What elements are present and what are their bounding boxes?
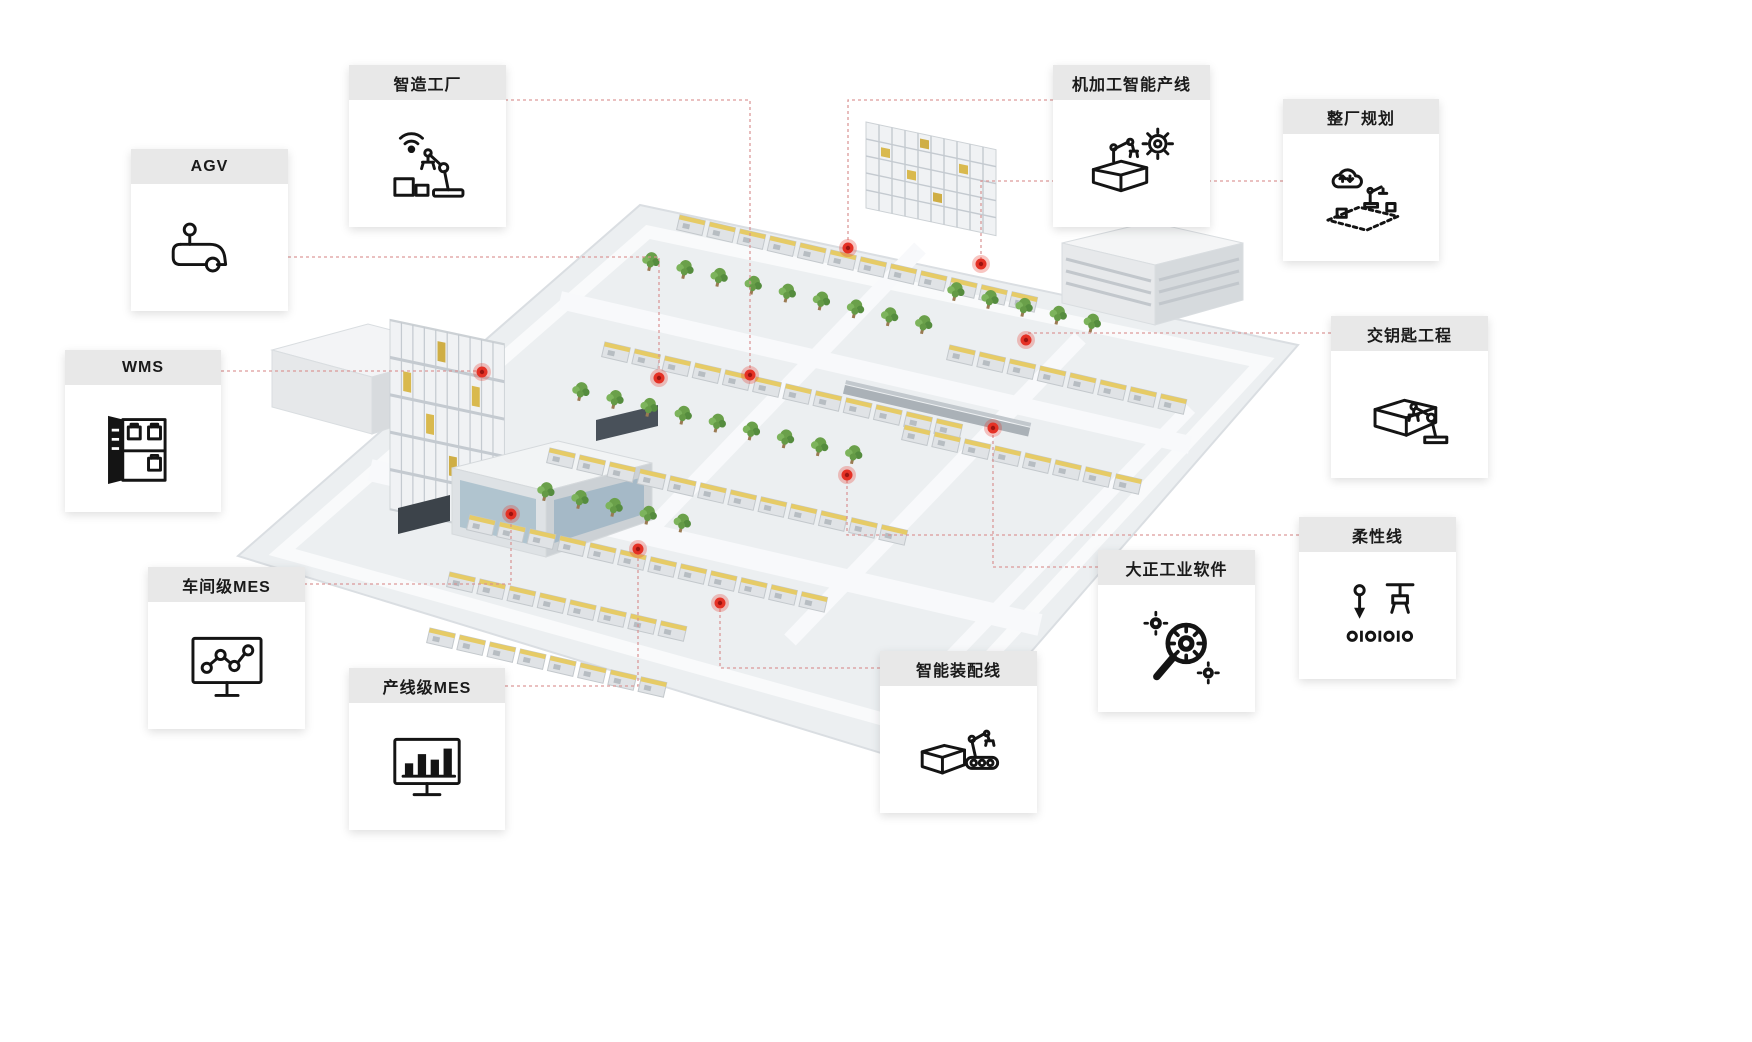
card-turnkey-project: 交钥匙工程 bbox=[1331, 316, 1488, 478]
card-workshop-mes: 车间级MES bbox=[148, 567, 305, 729]
card-label: 交钥匙工程 bbox=[1331, 316, 1488, 351]
card-dazheng-industrial-software: 大正工业软件 bbox=[1098, 550, 1255, 712]
card-label: 整厂规划 bbox=[1283, 99, 1439, 134]
hotspot-marker[interactable] bbox=[650, 369, 668, 387]
agv-vehicle-icon bbox=[131, 184, 288, 311]
card-plant-planning: 整厂规划 bbox=[1283, 99, 1439, 261]
card-label: 柔性线 bbox=[1299, 517, 1456, 552]
bar-chart-monitor-icon bbox=[349, 703, 505, 830]
hotspot-marker[interactable] bbox=[711, 594, 729, 612]
flexible-tools-icon bbox=[1299, 552, 1456, 679]
card-machining-smart-line: 机加工智能产线 bbox=[1053, 65, 1210, 227]
hotspot-marker[interactable] bbox=[1017, 331, 1035, 349]
hotspot-marker[interactable] bbox=[838, 466, 856, 484]
robot-arm-chip-icon bbox=[1053, 100, 1210, 227]
card-label: WMS bbox=[65, 350, 221, 385]
card-line-mes: 产线级MES bbox=[349, 668, 505, 830]
card-label: 产线级MES bbox=[349, 668, 505, 703]
hotspot-marker[interactable] bbox=[473, 363, 491, 381]
warehouse-cabinet-icon bbox=[65, 385, 221, 512]
connector-lines bbox=[221, 99, 1331, 687]
card-wms: WMS bbox=[65, 350, 221, 512]
card-label: 机加工智能产线 bbox=[1053, 65, 1210, 100]
hotspot-marker[interactable] bbox=[629, 540, 647, 558]
turnkey-robot-box-icon bbox=[1331, 351, 1488, 478]
card-label: 智能装配线 bbox=[880, 651, 1037, 686]
hotspot-marker[interactable] bbox=[984, 419, 1002, 437]
gear-magnifier-icon bbox=[1098, 585, 1255, 712]
hotspot-marker[interactable] bbox=[972, 255, 990, 273]
card-label: 大正工业软件 bbox=[1098, 550, 1255, 585]
robot-arm-wifi-icon bbox=[349, 100, 506, 227]
hotspot-marker[interactable] bbox=[839, 239, 857, 257]
card-smart-assembly-line: 智能装配线 bbox=[880, 651, 1037, 813]
hotspot-marker[interactable] bbox=[502, 505, 520, 523]
card-flexible-line: 柔性线 bbox=[1299, 517, 1456, 679]
card-label: AGV bbox=[131, 149, 288, 184]
hotspot-marker[interactable] bbox=[741, 366, 759, 384]
card-agv: AGV bbox=[131, 149, 288, 311]
card-label: 智造工厂 bbox=[349, 65, 506, 100]
assembly-robot-conveyor-icon bbox=[880, 686, 1037, 813]
node-graph-monitor-icon bbox=[148, 602, 305, 729]
card-smart-factory: 智造工厂 bbox=[349, 65, 506, 227]
card-label: 车间级MES bbox=[148, 567, 305, 602]
cloud-planning-icon bbox=[1283, 134, 1439, 261]
